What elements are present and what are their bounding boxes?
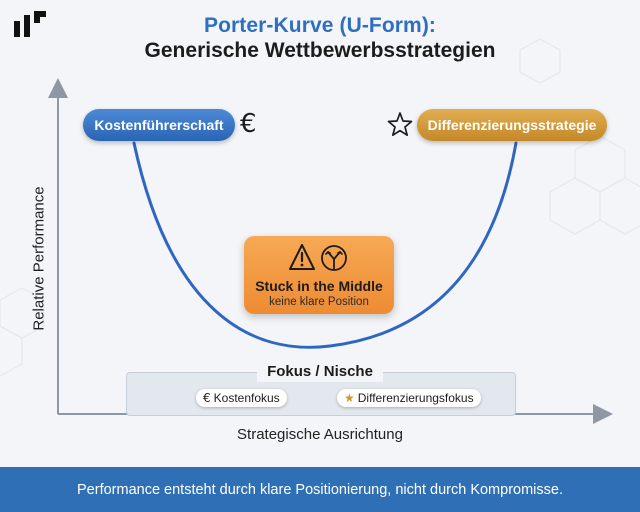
x-axis-label: Strategische Ausrichtung: [237, 426, 403, 443]
cost-focus-label: Kostenfokus: [213, 391, 280, 405]
footer-banner: Performance entsteht durch klare Positio…: [0, 467, 640, 512]
differentiation-strategy-label: Differenzierungsstrategie: [417, 109, 607, 141]
stuck-title: Stuck in the Middle: [255, 278, 383, 294]
cost-focus-chip: € Kostenfokus: [196, 389, 287, 407]
differentiation-focus-chip: ★ Differenzierungsfokus: [337, 389, 481, 407]
warning-icon: [289, 244, 315, 270]
split-arrow-icon: [321, 245, 347, 271]
stuck-subtitle: keine klare Position: [269, 296, 369, 308]
cost-leadership-label: Kostenführerschaft: [83, 109, 235, 141]
star-icon: [387, 112, 413, 137]
focus-niche-title: Fokus / Nische: [257, 362, 383, 382]
stuck-in-the-middle-box: Stuck in the Middle keine klare Position: [244, 236, 394, 314]
brand-logo: [14, 11, 46, 37]
euro-icon: €: [240, 109, 257, 139]
diagram-subtitle: Generische Wettbewerbsstrategien: [144, 39, 496, 62]
stuck-icons: [289, 244, 347, 271]
y-axis-label: Relative Performance: [30, 186, 48, 331]
euro-icon: €: [203, 391, 211, 405]
differentiation-focus-label: Differenzierungsfokus: [357, 391, 474, 405]
footer-text: Performance entsteht durch klare Positio…: [77, 481, 563, 498]
diagram-title: Porter-Kurve (U-Form):: [203, 14, 437, 37]
star-icon: ★: [344, 391, 355, 405]
u-curve: [132, 141, 518, 349]
